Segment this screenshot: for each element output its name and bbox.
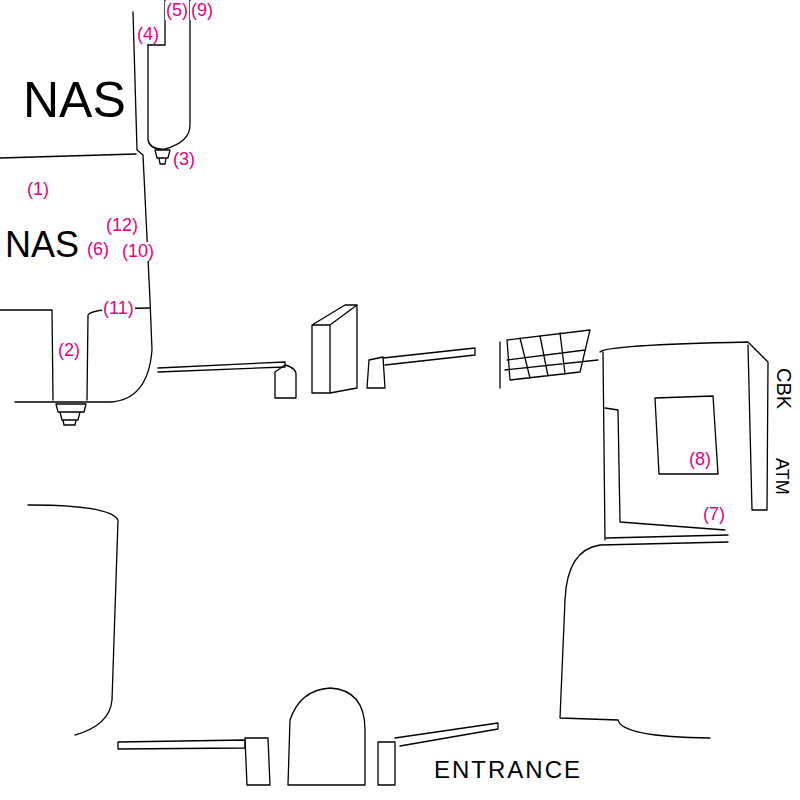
wall [15,12,152,402]
callout-number: (8) [688,450,712,469]
grid-mat [500,330,598,388]
fixture [155,150,170,164]
gate-arm [118,740,245,749]
callout-number: (6) [86,240,110,259]
callout-number: (5) [165,1,189,20]
callout-number: (2) [57,341,81,360]
atm-building [603,352,605,540]
entrance-label: ENTRANCE [433,757,583,782]
wall [0,310,53,400]
atm-label: ATM [772,457,791,496]
booth [312,305,357,393]
wall [560,542,728,738]
gate-post [275,365,296,398]
gate-arm [383,348,475,365]
gate-post [245,738,270,785]
area-label: NAS [22,74,127,127]
callout-number: (3) [172,150,196,169]
wall [28,505,118,735]
gate-arm [158,362,285,372]
callout-number: (11) [102,299,135,318]
callout-number: (1) [26,180,50,199]
callout-number: (4) [136,25,160,44]
callout-number: (10) [121,242,155,261]
gate-post [378,742,395,785]
callout-number: (12) [105,216,139,235]
gate-arm [395,723,498,746]
atm-building [605,408,725,530]
booth [288,688,365,785]
callout-number: (9) [190,1,214,20]
callout-number: (7) [702,505,726,524]
area-label: NAS [4,226,80,264]
gate-post [367,357,385,388]
atm-building [600,342,768,510]
fixture [56,404,86,425]
building-outline [148,0,190,149]
wall [0,154,136,158]
wall [87,308,150,400]
atm-building [606,535,728,538]
bank-label: CBK [774,366,795,409]
atm-machine [655,396,718,474]
